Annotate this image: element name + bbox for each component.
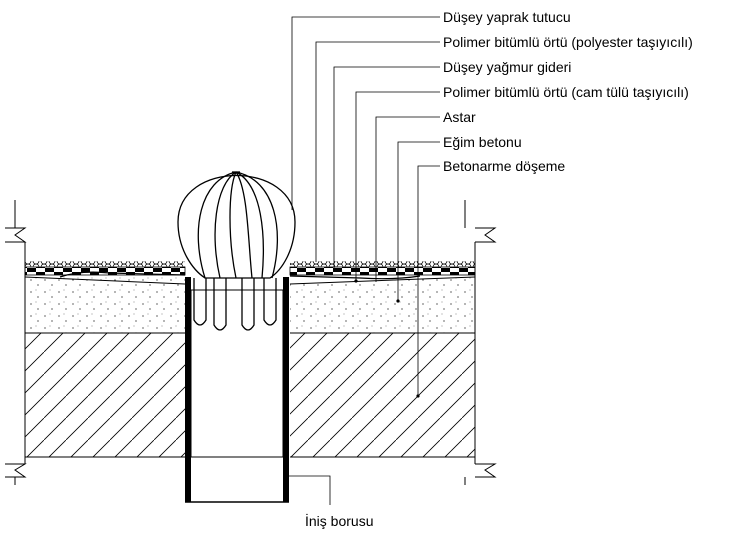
- reinforced-concrete-slab-section: [25, 332, 475, 458]
- label-downpipe: İniş borusu: [305, 513, 374, 529]
- leaf-guard-dome: [177, 171, 296, 331]
- label-slope-concrete: Eğim betonu: [443, 134, 522, 150]
- label-reinforced-concrete-slab: Betonarme döşeme: [443, 158, 566, 174]
- leader-dots: [354, 279, 420, 398]
- label-vertical-leaf-guard: Düşey yaprak tutucu: [443, 9, 571, 25]
- drain-pipe: [185, 277, 289, 503]
- bitumen-membrane-layers: [24, 261, 476, 280]
- break-lines: [5, 200, 497, 485]
- label-vertical-rain-drain: Düşey yağmur gideri: [443, 59, 572, 75]
- label-polymer-bitumen-glass: Polimer bitümlü örtü (cam tülü taşıyıcıl…: [443, 84, 689, 100]
- leader-lines: [289, 16, 440, 505]
- slope-concrete-layer: [24, 276, 476, 333]
- label-polymer-bitumen-polyester: Polimer bitümlü örtü (polyester taşıyıcı…: [443, 34, 693, 50]
- label-primer: Astar: [443, 109, 476, 125]
